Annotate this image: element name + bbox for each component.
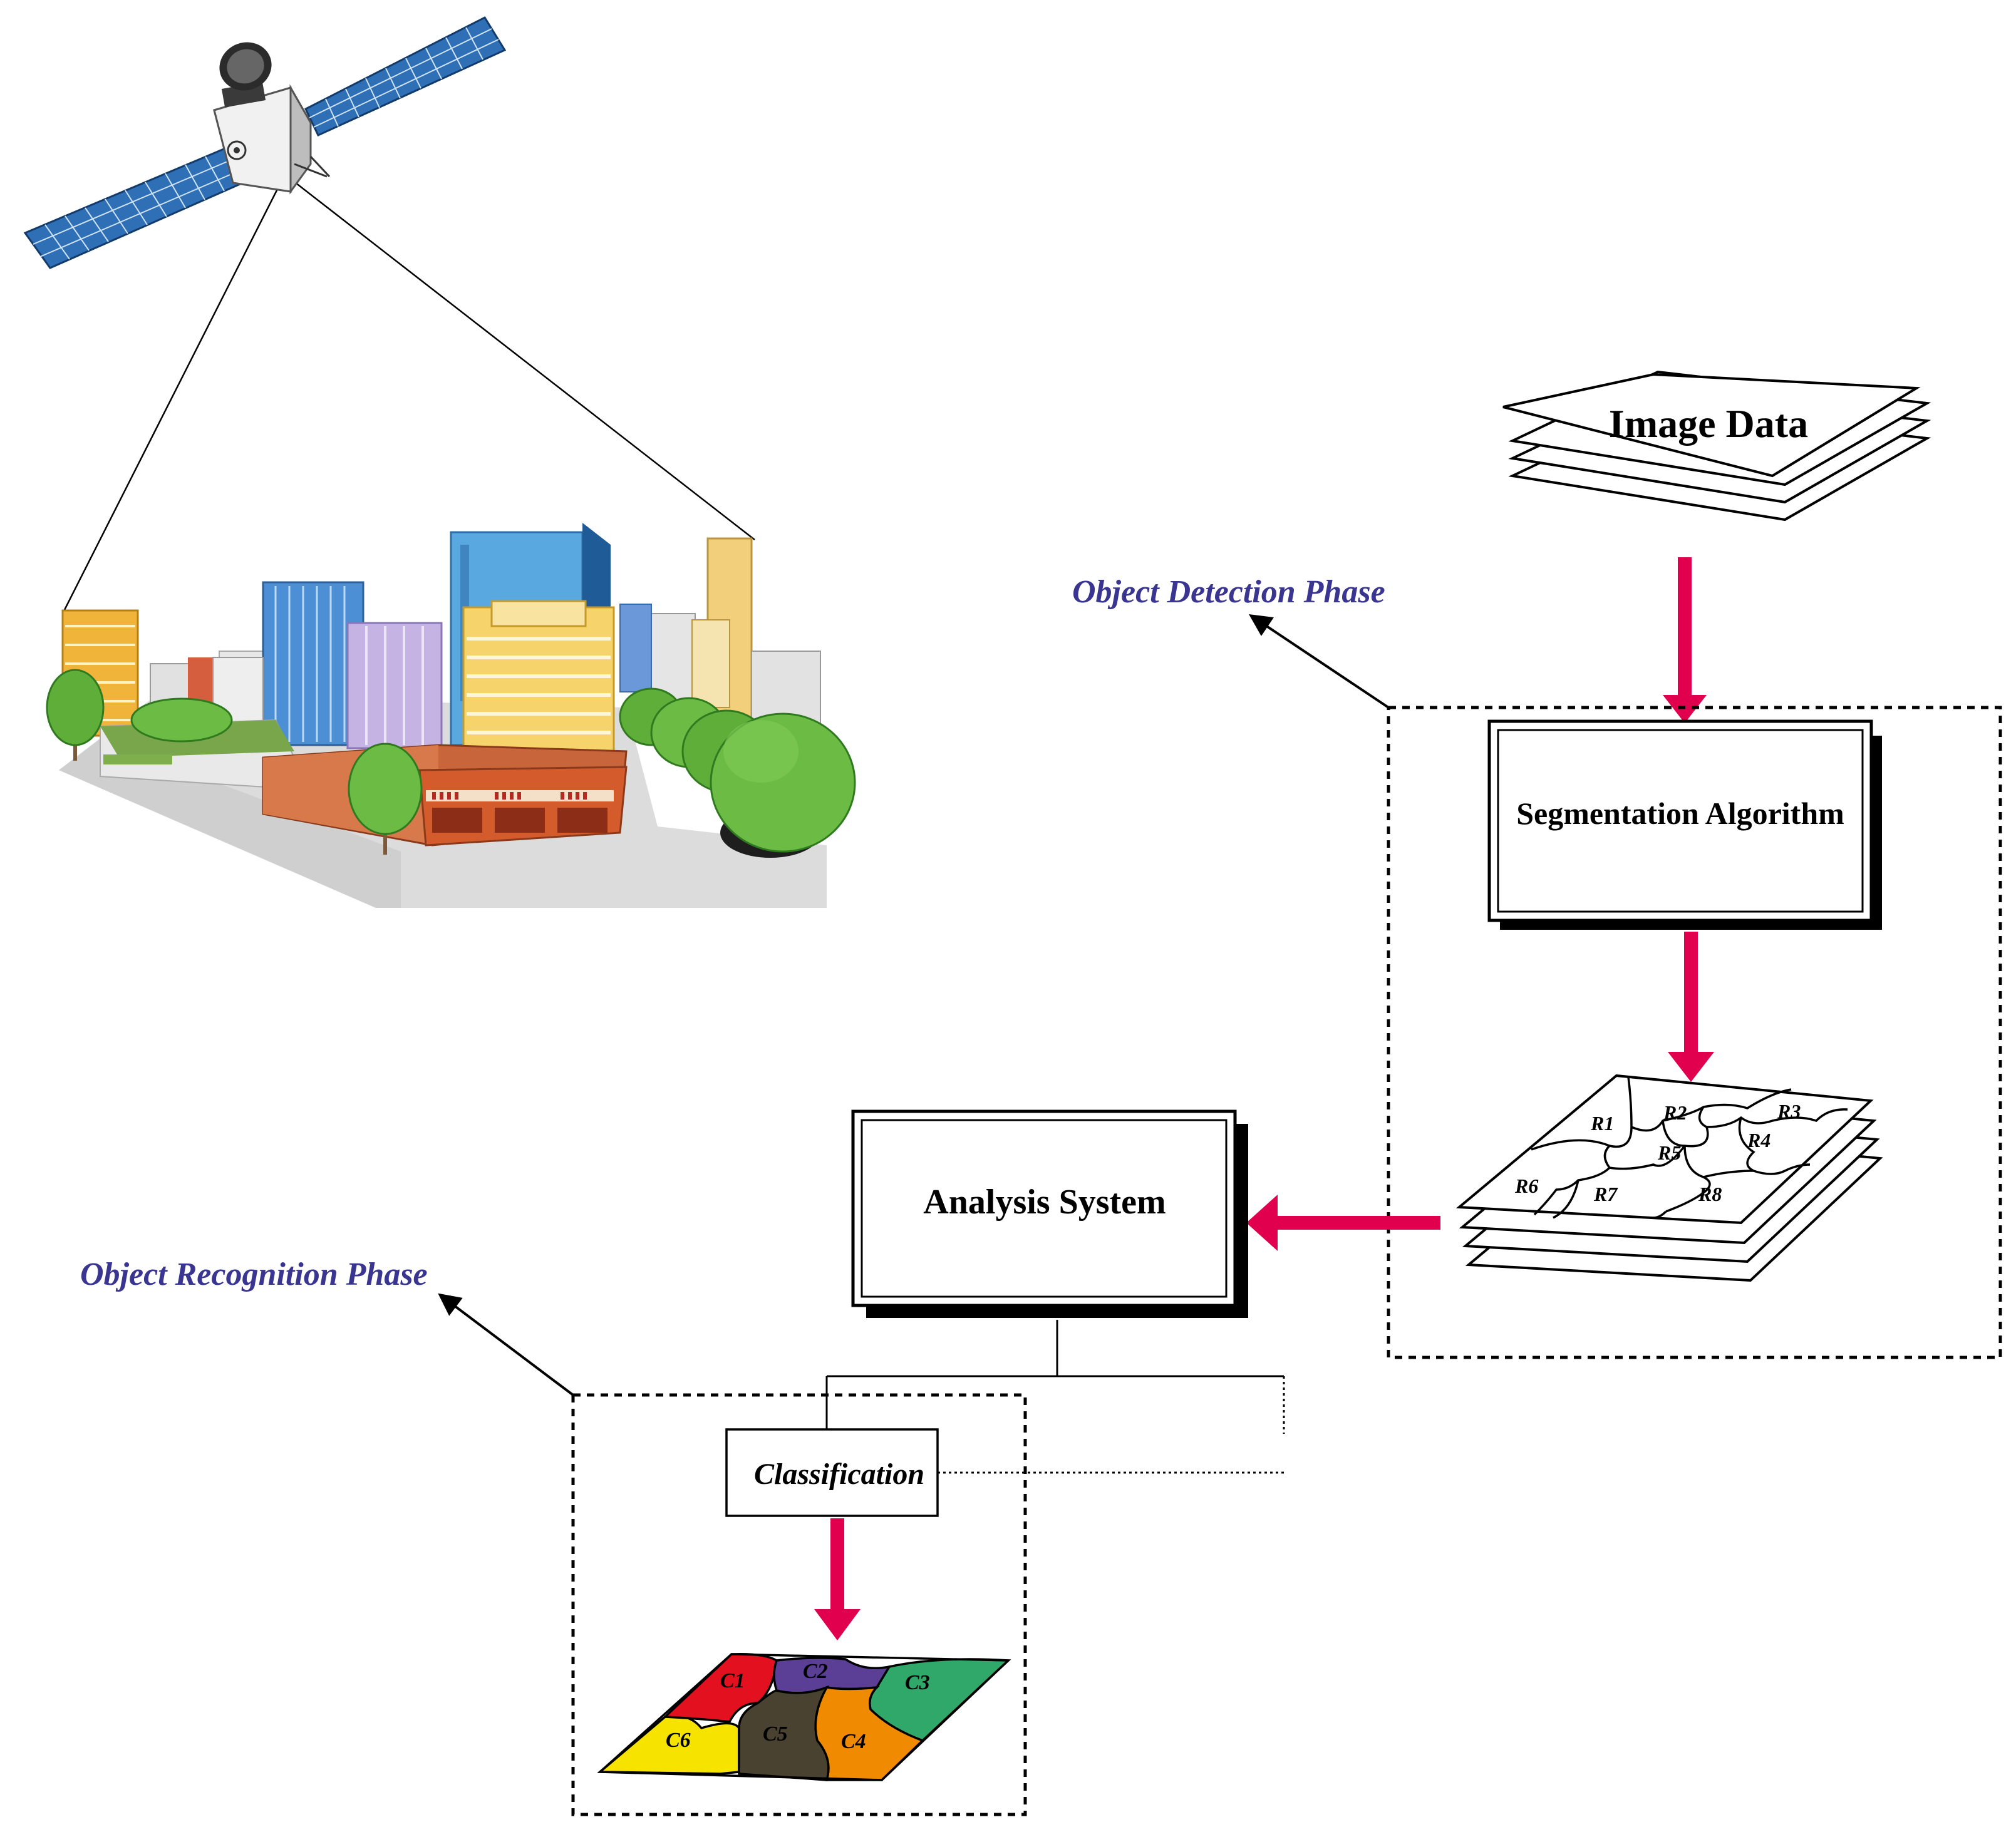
segmented-regions-stack: R1 R2 R3 R4 R5 R6 R7 R8 xyxy=(1455,1074,1883,1282)
analysis-system-box: Analysis System xyxy=(851,1109,1248,1318)
class-label: C1 xyxy=(720,1669,745,1692)
arrow-segmentation-to-regions xyxy=(1668,932,1714,1082)
object-recognition-phase-label: Object Recognition Phase xyxy=(80,1257,428,1292)
region-label: R8 xyxy=(1698,1183,1722,1205)
left-solar-panel-icon xyxy=(23,147,245,269)
image-data-label: Image Data xyxy=(1609,401,1808,446)
class-label: C5 xyxy=(763,1722,788,1746)
class-label: C4 xyxy=(841,1730,866,1753)
object-detection-phase-box xyxy=(1387,706,2002,1359)
segmentation-label: Segmentation Algorithm xyxy=(1516,796,1844,831)
class-label: C2 xyxy=(803,1660,828,1683)
region-label: R3 xyxy=(1777,1100,1801,1123)
segmentation-algorithm-box: Segmentation Algorithm xyxy=(1487,719,1882,930)
class-region-c5 xyxy=(738,1685,830,1781)
classification-box: Classification xyxy=(725,1428,939,1517)
class-label: C6 xyxy=(666,1729,691,1752)
tree-icon xyxy=(348,743,423,855)
image-data-stack: Image Data xyxy=(1502,370,1931,522)
arrow-regions-to-analysis xyxy=(1246,1195,1440,1251)
region-label: R7 xyxy=(1593,1183,1618,1205)
region-label: R2 xyxy=(1663,1101,1687,1124)
arrow-classification-to-map xyxy=(814,1518,861,1640)
analysis-label: Analysis System xyxy=(923,1183,1166,1222)
classification-label: Classification xyxy=(754,1458,924,1491)
right-solar-panel-icon xyxy=(304,16,507,136)
region-label: R6 xyxy=(1514,1175,1538,1197)
region-label: R5 xyxy=(1657,1141,1681,1164)
object-recognition-phase-box xyxy=(571,1393,1027,1816)
tree-icon xyxy=(46,669,105,761)
analysis-connector-lines xyxy=(825,1320,1285,1474)
classified-map: C1 C2 C3 C4 C5 C6 xyxy=(597,1652,1011,1781)
city-buildings-icon xyxy=(46,523,856,908)
region-label: R1 xyxy=(1590,1112,1614,1135)
arrow-image-to-segmentation xyxy=(1663,557,1707,723)
region-label: R4 xyxy=(1747,1129,1770,1151)
class-label: C3 xyxy=(905,1671,930,1694)
satellite-icon xyxy=(23,16,755,614)
object-detection-phase-label: Object Detection Phase xyxy=(1072,574,1385,610)
